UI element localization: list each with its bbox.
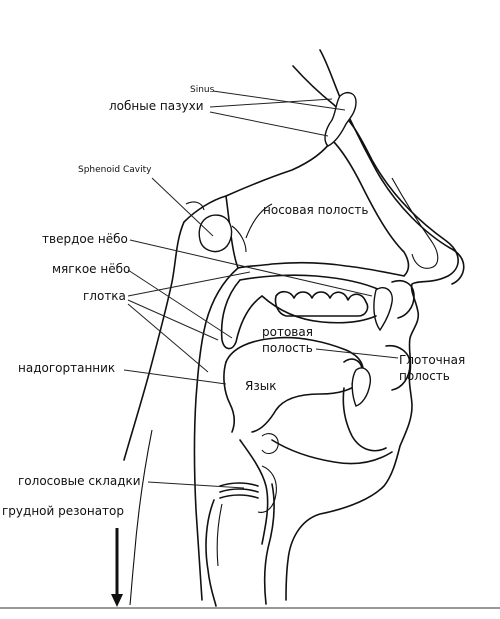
label-sphenoid-cavity: Sphenoid Cavity bbox=[78, 165, 152, 175]
incisor-lower bbox=[351, 367, 371, 407]
frontal-sinus-shape bbox=[324, 91, 357, 147]
epiglottis bbox=[223, 361, 235, 433]
hyoid-area bbox=[261, 433, 279, 455]
trachea-front bbox=[205, 499, 217, 607]
label-vocal-folds: голосовые складки bbox=[18, 474, 141, 488]
hard-palate bbox=[239, 274, 381, 291]
incisor-upper bbox=[373, 286, 393, 332]
mandible bbox=[342, 387, 387, 452]
lower-lip bbox=[385, 344, 411, 391]
label-frontal-sinuses: лобные пазухи bbox=[109, 99, 204, 113]
oral-cavity-roof bbox=[261, 295, 377, 324]
sphenoid-cavity-shape bbox=[198, 214, 233, 253]
label-tongue: Язык bbox=[245, 379, 277, 393]
nose-outline bbox=[319, 49, 465, 285]
sphenoid-outer bbox=[185, 201, 247, 253]
label-chest-resonator: грудной резонатор bbox=[2, 504, 124, 518]
label-pharynx: глотка bbox=[83, 289, 126, 303]
pharynx-back-wall-inner bbox=[193, 267, 239, 601]
label-pharyngeal-cavity-line2: полость bbox=[399, 369, 450, 383]
label-sinus: Sinus bbox=[190, 85, 215, 95]
label-pharyngeal-cavity-line1: Глоточная bbox=[399, 353, 466, 367]
neck-front bbox=[263, 483, 275, 605]
label-hard-palate: твердое нёбо bbox=[42, 232, 128, 246]
nasal-cavity-outline bbox=[225, 139, 410, 277]
label-oral-cavity-line1: ротовая bbox=[262, 325, 313, 339]
vocal-folds bbox=[219, 482, 259, 499]
face-profile bbox=[285, 65, 459, 601]
spine-line bbox=[129, 429, 153, 606]
trachea-back bbox=[216, 503, 223, 567]
label-oral-cavity-line2: полость bbox=[262, 341, 313, 355]
upper-lip bbox=[391, 280, 415, 319]
chest-resonator-arrow bbox=[111, 528, 123, 607]
nostril bbox=[391, 177, 439, 269]
label-soft-palate: мягкое нёбо bbox=[52, 262, 131, 276]
leader-lines bbox=[123, 90, 399, 489]
pharynx-back-wall bbox=[123, 195, 227, 461]
jaw-base bbox=[271, 439, 393, 465]
nasal-cavity-lower bbox=[245, 203, 273, 239]
larynx-front bbox=[239, 439, 269, 545]
label-epiglottis: надогортанник bbox=[18, 361, 116, 375]
thyroid-shape bbox=[257, 465, 277, 513]
label-nasal-cavity: носовая полость bbox=[263, 203, 369, 217]
upper-teeth bbox=[274, 290, 369, 317]
soft-palate bbox=[220, 279, 263, 350]
